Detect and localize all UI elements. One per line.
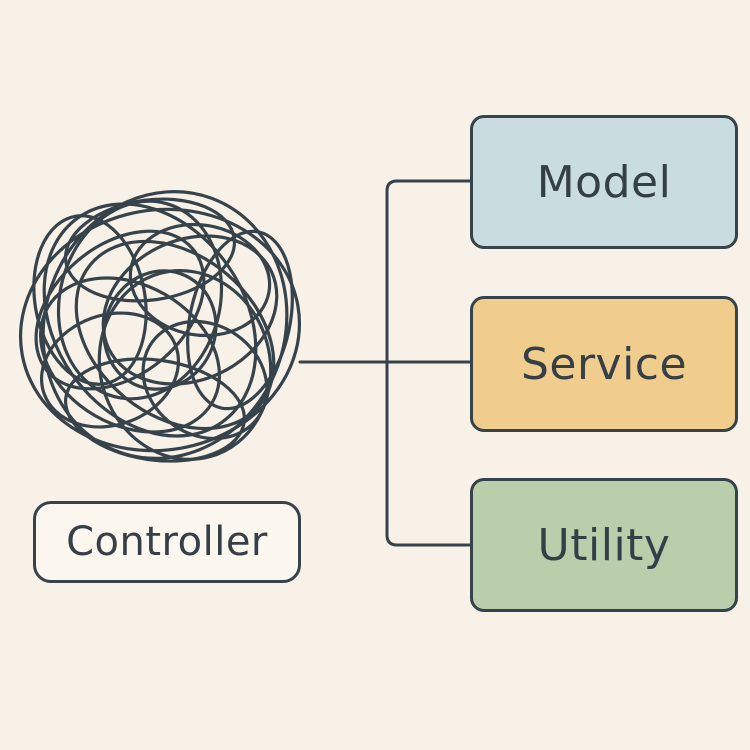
utility-label: Utility (537, 519, 671, 571)
model-label: Model (536, 156, 672, 208)
utility-connector (385, 360, 472, 547)
model-box: Model (470, 115, 738, 249)
model-connector (385, 179, 472, 364)
tangled-controller-icon (18, 190, 302, 463)
service-box: Service (470, 296, 738, 432)
utility-box: Utility (470, 478, 738, 612)
controller-label: Controller (66, 519, 268, 565)
connector-lines (298, 179, 472, 547)
service-label: Service (520, 338, 688, 390)
controller-label-box: Controller (33, 501, 301, 583)
